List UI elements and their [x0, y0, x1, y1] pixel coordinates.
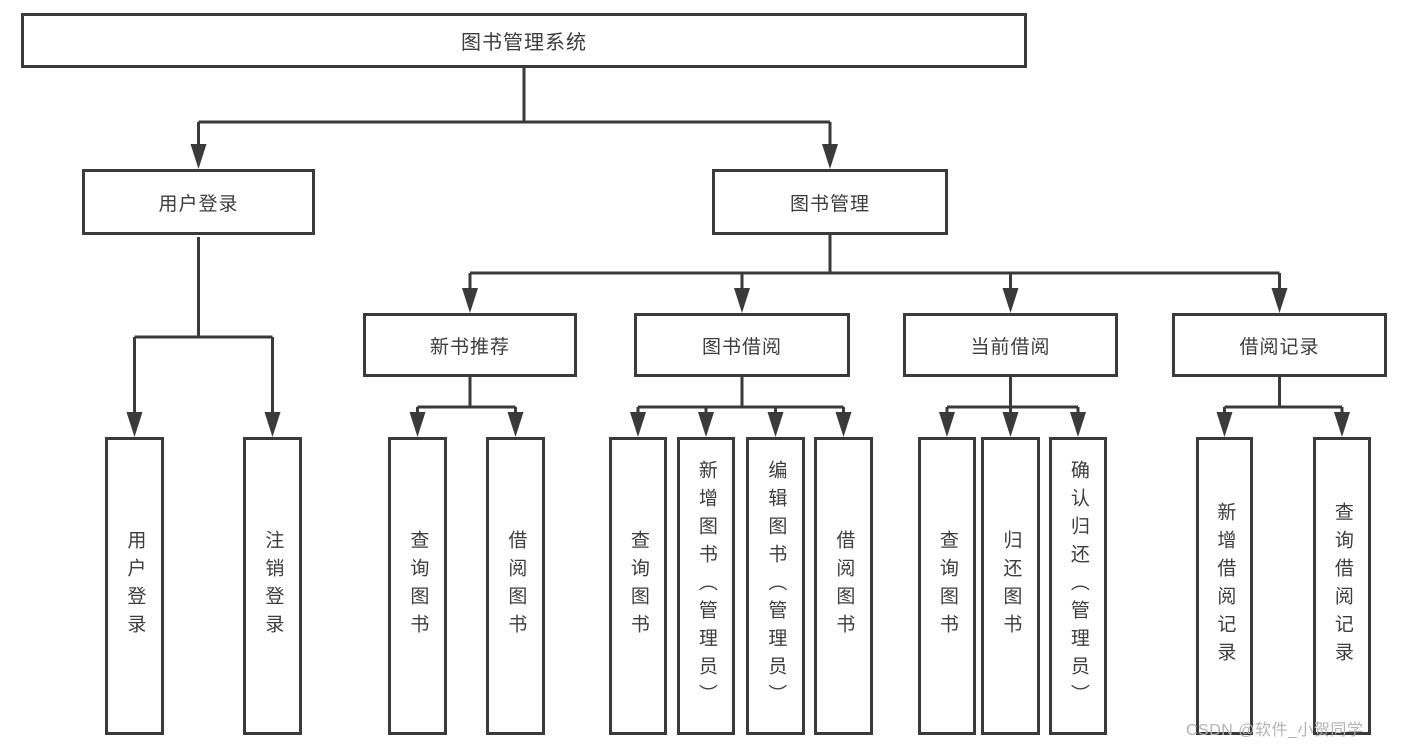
leaf-query-books-recommend: 查询图书 — [388, 437, 447, 735]
arrowheads — [126, 144, 1350, 437]
leaf-query-books-current: 查询图书 — [918, 437, 976, 735]
node-new-book-recommend: 新书推荐 — [363, 313, 577, 377]
leaf-add-books-admin-label: 新增图书（管理员） — [695, 460, 717, 712]
leaf-query-borrow-record-label: 查询借阅记录 — [1331, 502, 1353, 670]
leaf-borrow-books-borrowing-label: 借阅图书 — [833, 530, 855, 642]
node-book-management-label: 图书管理 — [789, 193, 870, 215]
node-root: 图书管理系统 — [21, 13, 1027, 68]
leaf-logout-label: 注销登录 — [262, 530, 284, 642]
leaf-borrow-books-recommend: 借阅图书 — [486, 437, 545, 735]
leaf-query-books-current-label: 查询图书 — [936, 530, 958, 642]
leaf-confirm-return-admin: 确认归还（管理员） — [1049, 437, 1107, 735]
node-current-borrowing-label: 当前借阅 — [970, 336, 1051, 358]
leaf-return-books: 归还图书 — [981, 437, 1040, 735]
leaf-confirm-return-admin-label: 确认归还（管理员） — [1067, 460, 1089, 712]
leaf-add-borrow-record: 新增借阅记录 — [1196, 437, 1253, 735]
node-book-management: 图书管理 — [712, 169, 948, 235]
leaf-borrow-books-borrowing: 借阅图书 — [814, 437, 873, 735]
leaf-user-login-label: 用户登录 — [124, 530, 146, 642]
leaf-logout: 注销登录 — [243, 437, 302, 735]
leaf-edit-books-admin-label: 编辑图书（管理员） — [765, 460, 787, 712]
csdn-watermark: CSDN @软件_小贺同学 — [1186, 722, 1364, 739]
node-book-borrowing-label: 图书借阅 — [701, 336, 782, 358]
leaf-query-books-borrowing-label: 查询图书 — [627, 530, 649, 642]
leaf-add-borrow-record-label: 新增借阅记录 — [1214, 502, 1236, 670]
node-current-borrowing: 当前借阅 — [903, 313, 1118, 377]
leaf-query-borrow-record: 查询借阅记录 — [1313, 437, 1371, 735]
leaf-add-books-admin: 新增图书（管理员） — [677, 437, 735, 735]
node-user-login: 用户登录 — [82, 169, 315, 235]
leaf-query-books-borrowing: 查询图书 — [609, 437, 667, 735]
node-book-borrowing: 图书借阅 — [634, 313, 850, 377]
leaf-borrow-books-recommend-label: 借阅图书 — [505, 530, 527, 642]
node-root-label: 图书管理系统 — [461, 32, 587, 54]
node-new-book-recommend-label: 新书推荐 — [429, 336, 510, 358]
leaf-user-login: 用户登录 — [105, 437, 164, 735]
node-borrowing-records: 借阅记录 — [1172, 313, 1387, 377]
leaf-edit-books-admin: 编辑图书（管理员） — [746, 437, 805, 735]
leaf-query-books-recommend-label: 查询图书 — [407, 530, 429, 642]
leaf-return-books-label: 归还图书 — [1000, 530, 1022, 642]
node-borrowing-records-label: 借阅记录 — [1239, 336, 1320, 358]
node-user-login-label: 用户登录 — [158, 193, 239, 215]
